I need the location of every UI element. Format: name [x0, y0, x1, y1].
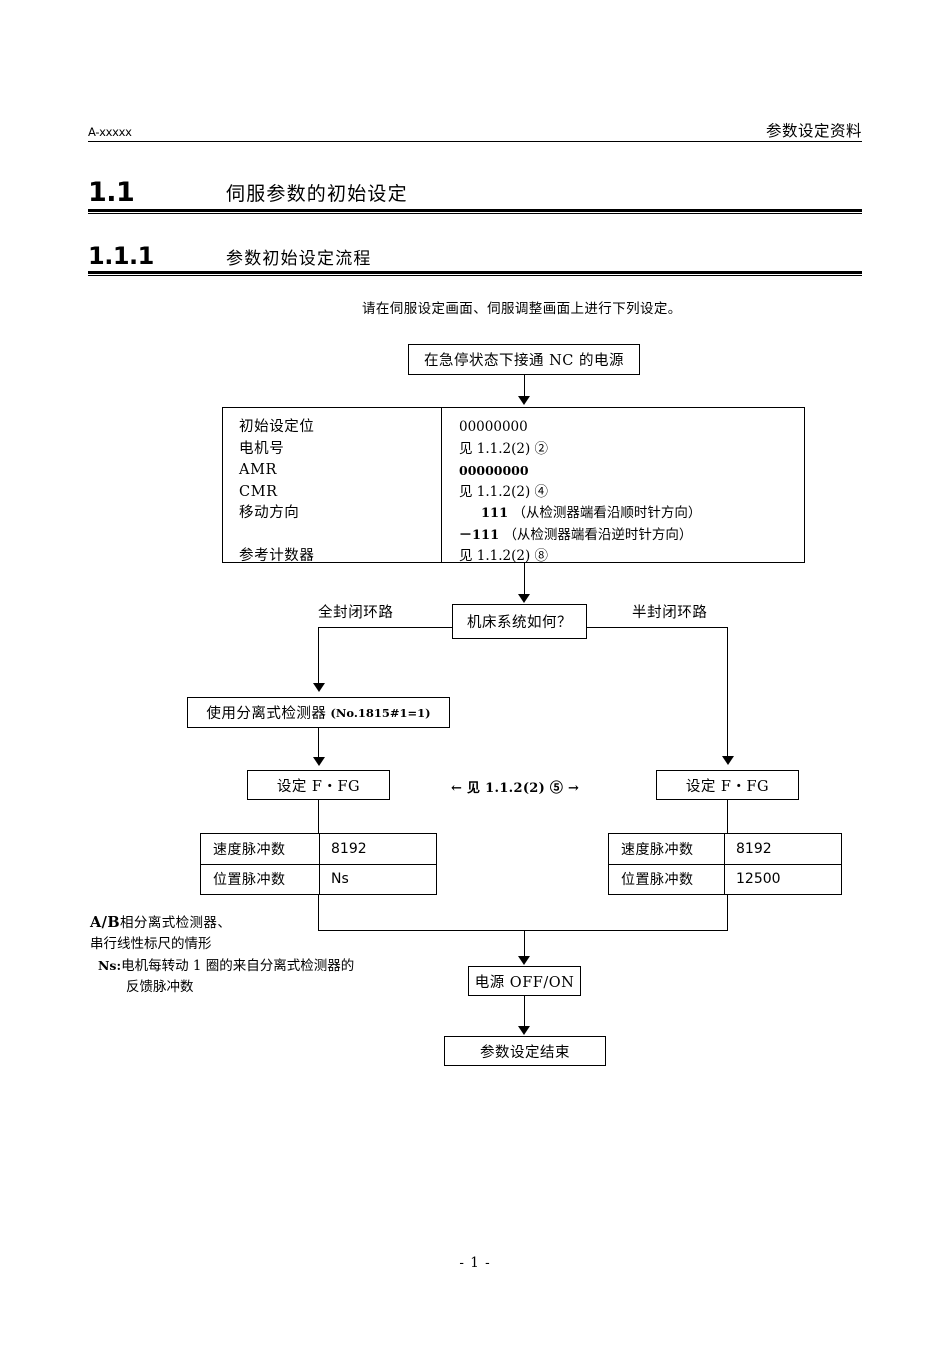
footnote-line-1: A/B相分离式检测器、	[90, 912, 450, 934]
running-head: A-xxxxx 参数设定资料	[88, 118, 862, 142]
pulse-table-right: 速度脉冲数 8192 位置脉冲数 12500	[608, 833, 842, 895]
pulse-table-left: 速度脉冲数 8192 位置脉冲数 Ns	[200, 833, 437, 895]
connector-merge-horizontal	[318, 930, 728, 932]
pulse-label-position: 位置脉冲数	[621, 872, 694, 888]
parameter-label-column: 初始设定位 电机号 AMR CMR 移动方向 参考计数器	[239, 417, 439, 567]
footnote-ns-label: Ns:	[98, 958, 122, 973]
subsection-number: 1.1.1	[88, 242, 154, 270]
pulse-label-speed: 速度脉冲数	[621, 842, 694, 858]
connector-left-branch-vertical	[318, 627, 320, 684]
connector-ffg-right-to-table	[726, 800, 728, 833]
mid-reference-note: ← 见 1.1.2(2) ⑤ →	[451, 781, 580, 796]
footnote-line-4: 反馈脉冲数	[126, 979, 194, 995]
pulse-label-speed: 速度脉冲数	[213, 842, 286, 858]
lead-in-text: 请在伺服设定画面、伺服调整画面上进行下列设定。	[362, 301, 682, 317]
pulse-label-position: 位置脉冲数	[213, 872, 286, 888]
decision-box: 机床系统如何？	[452, 604, 587, 639]
section-rule-thin	[88, 213, 862, 214]
separate-detector-param: (No.1815#1=1)	[330, 705, 431, 720]
connector-right-branch-horizontal	[587, 627, 728, 629]
pulse-value-speed: 8192	[736, 841, 772, 857]
connector-right-table-down	[726, 895, 728, 931]
connector-left-table-down	[318, 895, 320, 931]
branch-label-semi-closed: 半封闭环路	[632, 605, 708, 621]
param-value-ref-counter: 见 1.1.2(2) ⑧	[459, 548, 549, 564]
arrowhead-to-power-box	[518, 956, 530, 965]
pulse-value-position: Ns	[331, 871, 349, 887]
arrowhead-to-end-box	[518, 1026, 530, 1035]
pulse-table-left-rowline	[201, 863, 436, 865]
footnote-ab-label: A/B	[90, 914, 121, 931]
param-label: 参考计数器	[239, 547, 315, 564]
param-value-cmr: 见 1.1.2(2) ④	[459, 483, 549, 500]
direction-cw-note: （从检测器端看沿顺时针方向）	[512, 505, 702, 521]
pulse-value-speed: 8192	[331, 841, 367, 857]
param-label: 初始设定位	[239, 419, 315, 435]
direction-cw-value: 111	[481, 506, 509, 521]
parameter-table: 初始设定位 电机号 AMR CMR 移动方向 参考计数器 00000000 见 …	[222, 407, 805, 564]
flow-start-box: 在急停状态下接通 NC 的电源	[408, 344, 640, 375]
param-value-amr: 00000000	[459, 463, 529, 478]
connector-power-to-end	[523, 996, 525, 1028]
arrowhead-to-detector-box	[312, 683, 325, 692]
ffg-box-left: 设定 F・FG	[247, 770, 390, 800]
pulse-table-left-colline	[319, 834, 321, 894]
pulse-value-position: 12500	[736, 871, 781, 887]
param-value-motor-no: 见 1.1.2(2) ②	[459, 440, 549, 457]
running-head-rule	[88, 141, 862, 142]
param-label: 电机号	[239, 440, 285, 457]
document-subject: 参数设定资料	[765, 122, 862, 140]
direction-ccw-note: （从检测器端看沿逆时针方向）	[503, 526, 693, 543]
subsection-heading: 1.1.1 参数初始设定流程	[88, 232, 862, 276]
connector-table-to-decision	[523, 563, 525, 595]
parameter-value-column: 00000000 见 1.1.2(2) ② 00000000 见 1.1.2(2…	[459, 417, 796, 568]
param-value-direction-cw: 111 （从检测器端看沿顺时针方向）	[459, 503, 796, 525]
arrowhead-to-ffg-left	[312, 757, 325, 766]
separate-detector-box: 使用分离式检测器 (No.1815#1=1)	[187, 697, 450, 728]
section-number: 1.1	[88, 177, 135, 208]
connector-detector-to-ffg	[318, 728, 320, 759]
arrowhead-to-table	[518, 396, 530, 405]
arrowhead-to-decision	[518, 594, 530, 603]
parameter-table-divider	[441, 408, 443, 562]
subsection-title: 参数初始设定流程	[226, 249, 372, 269]
footnote-line-3: Ns:电机每转动 1 圈的来自分离式检测器的	[90, 955, 450, 977]
direction-ccw-value: －111	[459, 527, 500, 543]
footnote-line-3-rest: 电机每转动 1 圈的来自分离式检测器的	[121, 958, 355, 974]
arrowhead-to-ffg-right	[721, 756, 734, 765]
section-title: 伺服参数的初始设定	[226, 183, 408, 205]
connector-merge-to-power	[523, 930, 525, 957]
page-number: - 1 -	[459, 1255, 491, 1271]
connector-ffg-left-to-table	[318, 800, 320, 833]
footnote-block: A/B相分离式检测器、 串行线性标尺的情形 Ns:电机每转动 1 圈的来自分离式…	[90, 912, 450, 998]
power-cycle-label: 电源 OFF/ON	[474, 974, 575, 991]
end-box: 参数设定结束	[444, 1036, 606, 1066]
ffg-box-right: 设定 F・FG	[656, 770, 799, 800]
connector-left-branch-horizontal	[318, 627, 453, 629]
param-value-direction-ccw: －111 （从检测器端看沿逆时针方向）	[459, 525, 796, 547]
subsection-rule-thick	[88, 271, 862, 274]
param-label: CMR	[239, 483, 278, 500]
separate-detector-label: 使用分离式检测器	[206, 706, 327, 722]
pulse-table-right-colline	[724, 834, 726, 894]
connector-right-branch-vertical	[726, 627, 728, 757]
section-rule-thick	[88, 209, 862, 212]
power-cycle-box: 电源 OFF/ON	[468, 966, 581, 996]
footnote-line-2: 串行线性标尺的情形	[90, 936, 212, 952]
param-label: AMR	[239, 462, 278, 478]
branch-label-full-closed: 全封闭环路	[318, 605, 394, 621]
document-id: A-xxxxx	[88, 125, 132, 139]
subsection-rule-thin	[88, 275, 862, 276]
section-heading: 1.1 伺服参数的初始设定	[88, 168, 862, 214]
param-label: 移动方向	[239, 505, 300, 521]
footnote-line-1-rest: 相分离式检测器、	[120, 915, 232, 931]
connector-start-to-table	[523, 375, 525, 397]
param-value-init-bit: 00000000	[459, 419, 528, 435]
